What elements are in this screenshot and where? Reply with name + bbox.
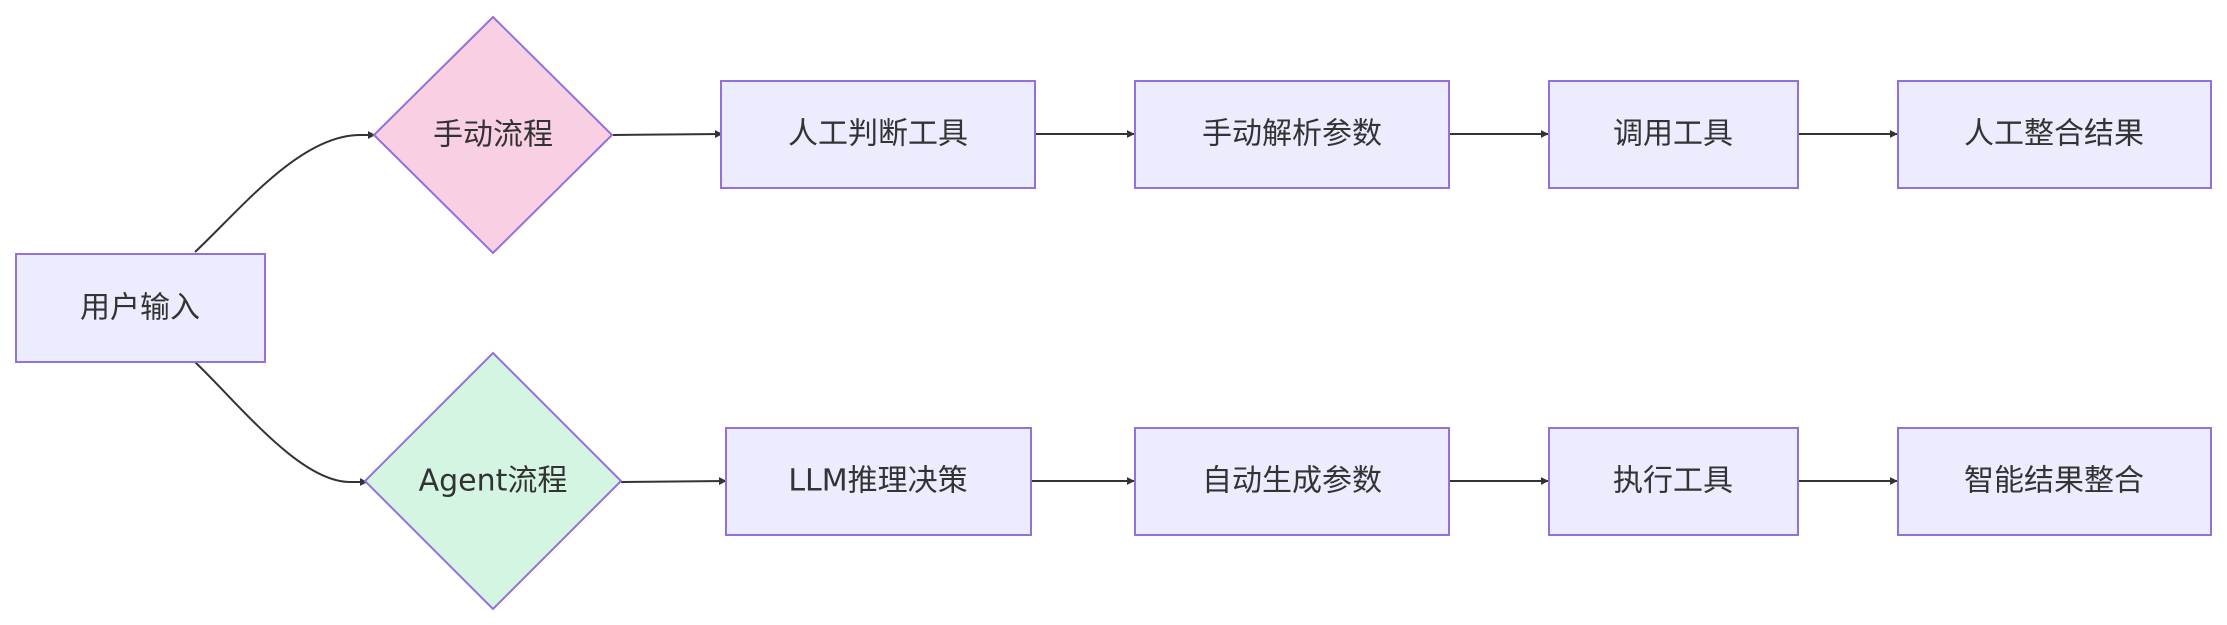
node-manual-step4-label: 人工整合结果	[1964, 117, 2144, 152]
node-manual-flow: 手动流程	[372, 15, 614, 255]
node-agent-step2: 自动生成参数	[1134, 427, 1450, 536]
edges	[194, 130, 1898, 486]
node-agent-step1: LLM推理决策	[725, 427, 1032, 536]
node-manual-step1: 人工判断工具	[720, 80, 1036, 189]
node-agent-flow: Agent流程	[363, 351, 623, 611]
node-agent-step4-label: 智能结果整合	[1964, 464, 2144, 499]
node-user-input: 用户输入	[15, 253, 266, 363]
node-manual-step2: 手动解析参数	[1134, 80, 1450, 189]
edge-manual-to-step1	[612, 130, 723, 139]
node-manual-step2-label: 手动解析参数	[1202, 117, 1382, 152]
edge-agent-to-step1	[620, 477, 727, 486]
node-manual-step3-label: 调用工具	[1613, 117, 1733, 152]
node-manual-step1-label: 人工判断工具	[788, 117, 968, 152]
node-agent-step1-label: LLM推理决策	[788, 464, 967, 499]
node-agent-step2-label: 自动生成参数	[1202, 464, 1382, 499]
node-agent-flow-label: Agent流程	[419, 464, 568, 499]
node-manual-step4: 人工整合结果	[1897, 80, 2212, 189]
node-user-input-label: 用户输入	[80, 291, 200, 326]
node-agent-step3: 执行工具	[1548, 427, 1799, 536]
node-agent-step3-label: 执行工具	[1613, 464, 1733, 499]
node-manual-flow-label: 手动流程	[433, 118, 553, 153]
edge-user-to-agent	[194, 361, 368, 486]
node-agent-step4: 智能结果整合	[1897, 427, 2212, 536]
node-manual-step3: 调用工具	[1548, 80, 1799, 189]
edge-user-to-manual	[194, 131, 376, 253]
